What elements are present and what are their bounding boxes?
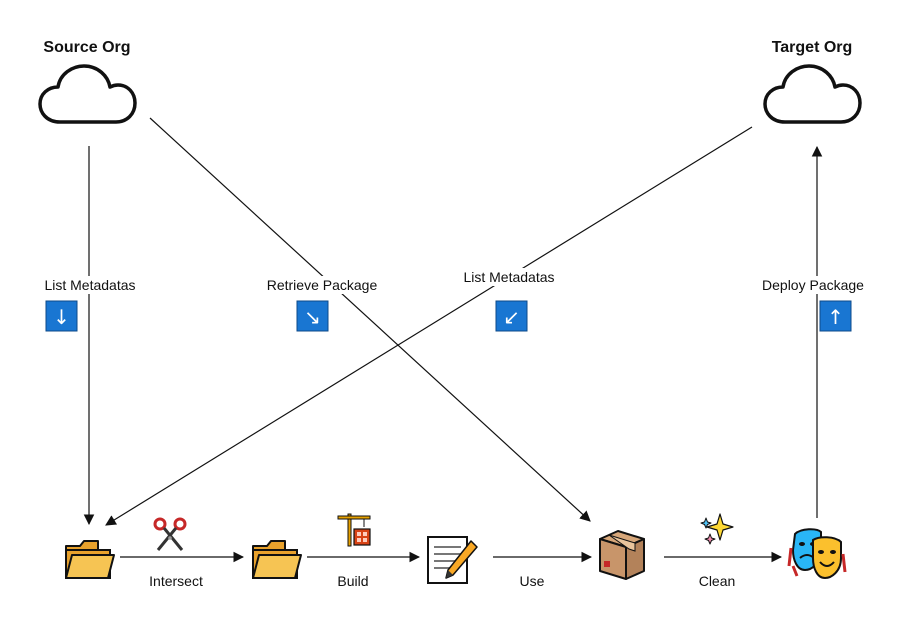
target-cloud-icon xyxy=(763,64,862,124)
source-cloud-icon xyxy=(38,64,137,124)
edge-list-metadatas-target xyxy=(105,126,753,526)
badge-down-right-glyph: ↘ xyxy=(304,305,321,329)
badge-down-right-arrow-icon: ↘ xyxy=(296,300,329,332)
badge-down-left-arrow-icon: ↙ xyxy=(495,300,528,332)
scissors-icon xyxy=(153,517,187,551)
badge-up-glyph: ↑ xyxy=(827,305,844,329)
package-icon xyxy=(599,530,645,580)
label-intersect: Intersect xyxy=(149,573,203,589)
source-org-title: Source Org xyxy=(43,39,130,56)
badge-down-arrow-icon: ↓ xyxy=(45,300,78,332)
label-retrieve-package: Retrieve Package xyxy=(267,277,378,293)
badge-down-left-glyph: ↙ xyxy=(503,305,520,329)
sparkles-icon xyxy=(700,513,734,545)
construction-icon xyxy=(337,513,371,547)
memo-icon xyxy=(427,536,478,584)
label-deploy-package: Deploy Package xyxy=(762,277,864,293)
edge-retrieve-package xyxy=(149,117,591,522)
label-clean: Clean xyxy=(699,573,736,589)
badge-down-glyph: ↓ xyxy=(53,305,70,329)
folder-icon xyxy=(65,540,115,579)
label-use: Use xyxy=(520,573,545,589)
label-list-metadatas-source: List Metadatas xyxy=(44,277,135,293)
performing-arts-icon xyxy=(787,528,847,580)
label-build: Build xyxy=(337,573,368,589)
label-list-metadatas-target: List Metadatas xyxy=(463,269,554,285)
badge-up-arrow-icon: ↑ xyxy=(819,300,852,332)
folder-icon xyxy=(252,540,302,579)
target-org-title: Target Org xyxy=(772,39,853,56)
